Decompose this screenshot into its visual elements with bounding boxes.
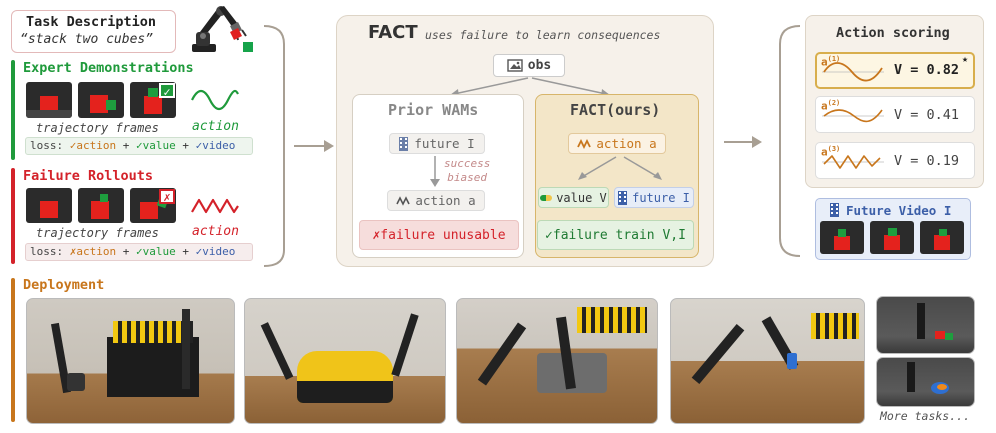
failure-frames-label: trajectory frames bbox=[36, 226, 159, 240]
deployment-title: Deployment bbox=[23, 277, 105, 293]
expert-loss-action: ✓action bbox=[69, 139, 117, 152]
failure-loss-value: ✓value bbox=[135, 245, 176, 258]
failure-action-label: action bbox=[192, 224, 239, 239]
expert-loss-row: loss: ✓action + ✓value + ✓video bbox=[25, 137, 253, 155]
future-frame-2 bbox=[870, 221, 914, 254]
fact-split-arrows bbox=[578, 156, 662, 180]
fact-result-node: ✓failure train V,I bbox=[537, 220, 694, 250]
fact-ours-title: FACT(ours) bbox=[570, 101, 661, 119]
failure-frame-2 bbox=[78, 188, 124, 223]
prior-result-node: ✗failure unusable bbox=[359, 220, 519, 250]
expert-title: Expert Demonstrations bbox=[23, 60, 194, 76]
film-icon bbox=[399, 136, 409, 151]
expert-frame-1 bbox=[26, 82, 72, 118]
prior-down-arrow bbox=[430, 156, 440, 187]
deployment-photo-3 bbox=[456, 298, 658, 424]
failure-title: Failure Rollouts bbox=[23, 168, 154, 184]
success-check-icon: ✓ bbox=[159, 83, 175, 99]
task-description-box bbox=[11, 10, 176, 53]
fact-title: FACT bbox=[368, 22, 418, 43]
obs-node: obs bbox=[493, 54, 565, 77]
future-video-title: Future Video I bbox=[846, 203, 952, 218]
left-bracket-arrow bbox=[263, 25, 334, 267]
score-row-2 bbox=[815, 96, 975, 133]
expert-loss-video: ✓video bbox=[195, 139, 236, 152]
failure-loss-action: ✗action bbox=[69, 245, 117, 258]
failure-frame-1 bbox=[26, 188, 72, 223]
best-star-icon: ★ bbox=[962, 54, 969, 65]
fact-subtitle: uses failure to learn consequences bbox=[425, 28, 661, 42]
deployment-photo-2 bbox=[244, 298, 446, 424]
success-biased-note: success biased bbox=[444, 157, 491, 184]
action-wave-icon bbox=[577, 138, 592, 149]
deployment-accent-bar bbox=[11, 278, 15, 422]
right-bracket-arrow bbox=[724, 25, 801, 257]
expert-accent-bar bbox=[11, 60, 15, 160]
more-tasks-label: More tasks... bbox=[880, 409, 971, 423]
image-icon bbox=[507, 59, 523, 72]
fact-value-node: value V bbox=[538, 187, 609, 208]
task-description-text: “stack two cubes” bbox=[20, 32, 154, 47]
expert-frames-label: trajectory frames bbox=[36, 121, 159, 135]
score-row-1-label: a(1) bbox=[821, 55, 841, 69]
failure-loss-video: ✓video bbox=[195, 245, 236, 258]
expert-loss-value: ✓value bbox=[135, 139, 176, 152]
score-row-1-wave-icon bbox=[822, 62, 884, 82]
more-task-photo-1 bbox=[876, 296, 975, 354]
prior-future-node: future I bbox=[389, 133, 485, 154]
action-scoring-title: Action scoring bbox=[836, 25, 950, 41]
deployment-photo-1 bbox=[26, 298, 235, 424]
score-row-3-zigzag-icon bbox=[822, 155, 884, 169]
future-frame-3 bbox=[920, 221, 964, 254]
score-row-2-wave-icon bbox=[822, 109, 884, 123]
action-wave-icon bbox=[396, 195, 411, 206]
fact-future-node: future I bbox=[614, 187, 694, 208]
film-icon bbox=[830, 203, 839, 217]
prior-action-node: action a bbox=[387, 190, 485, 211]
failure-loss-row: loss: ✗action + ✓value + ✓video bbox=[25, 243, 253, 261]
more-task-photo-2 bbox=[876, 357, 975, 407]
expert-frame-3 bbox=[130, 82, 176, 118]
value-pill-icon bbox=[540, 194, 553, 201]
score-row-2-value: V = 0.41 bbox=[894, 107, 960, 123]
failure-x-icon: ✗ bbox=[159, 189, 175, 204]
film-icon bbox=[618, 190, 628, 205]
failure-action-zigzag-icon bbox=[191, 198, 239, 214]
score-row-3-value: V = 0.19 bbox=[894, 153, 960, 169]
expert-action-label: action bbox=[192, 119, 239, 134]
fact-action-node: action a bbox=[568, 133, 666, 154]
score-row-1 bbox=[815, 52, 975, 89]
deployment-photo-4 bbox=[670, 298, 865, 424]
expert-action-wave-icon bbox=[191, 89, 239, 111]
robot-arm-icon bbox=[192, 6, 253, 52]
score-row-1-value: V = 0.82 bbox=[894, 62, 960, 78]
score-row-3-label: a(3) bbox=[821, 145, 841, 159]
prior-wams-title: Prior WAMs bbox=[388, 101, 479, 119]
score-row-3 bbox=[815, 142, 975, 179]
future-frame-1 bbox=[820, 221, 864, 254]
score-row-2-label: a(2) bbox=[821, 99, 841, 113]
task-description-title: Task Description bbox=[26, 14, 157, 30]
failure-accent-bar bbox=[11, 168, 15, 264]
expert-frame-2 bbox=[78, 82, 124, 118]
